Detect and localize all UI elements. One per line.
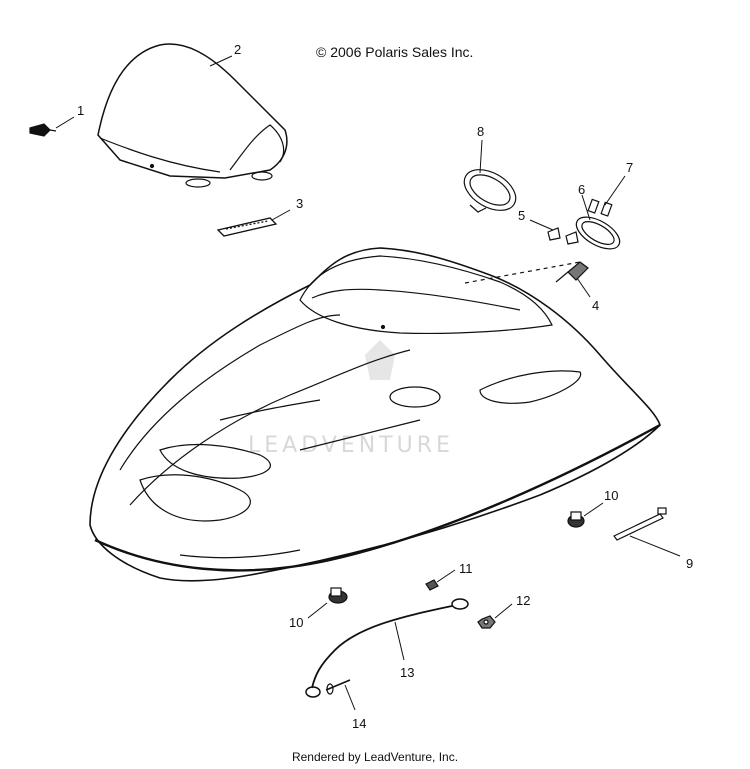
callout-1: 1 — [77, 103, 84, 118]
callout-9: 9 — [686, 556, 693, 571]
windshield-screw — [29, 123, 57, 137]
leadventure-watermark: LEADVENTURE — [248, 340, 450, 458]
indicator-bulbs — [587, 198, 613, 217]
callout-14: 14 — [352, 716, 366, 731]
callout-13: 13 — [400, 665, 414, 680]
windshield — [97, 43, 288, 188]
callout-11: 11 — [459, 561, 473, 576]
callout-3: 3 — [296, 196, 303, 211]
callout-10-left: 10 — [289, 615, 303, 630]
callout-2: 2 — [234, 42, 241, 57]
tether-nut — [477, 615, 496, 629]
callout-8: 8 — [477, 124, 484, 139]
gauge-ring — [575, 216, 621, 250]
tether-rivet — [325, 679, 351, 695]
callout-4: 4 — [592, 298, 599, 313]
callout-7: 7 — [626, 160, 633, 175]
wire-connector — [555, 261, 589, 283]
cable-tie — [613, 507, 667, 541]
callout-12: 12 — [516, 593, 530, 608]
callout-6: 6 — [578, 182, 585, 197]
grommet-right — [567, 511, 585, 528]
leader-lines — [55, 55, 681, 711]
hood-assembly — [89, 247, 661, 582]
harness-dashed-line — [464, 261, 581, 284]
grommet-left — [328, 587, 348, 604]
tether-screw — [425, 579, 439, 591]
callout-5: 5 — [518, 208, 525, 223]
callout-10-right: 10 — [604, 488, 618, 503]
gauge-bezel — [463, 169, 517, 213]
gauge-clips — [547, 227, 579, 245]
tether-cable — [305, 598, 469, 698]
copyright-notice: © 2006 Polaris Sales Inc. — [316, 44, 474, 60]
rendered-by-footer: Rendered by LeadVenture, Inc. — [291, 750, 459, 764]
windshield-bracket — [216, 217, 278, 237]
